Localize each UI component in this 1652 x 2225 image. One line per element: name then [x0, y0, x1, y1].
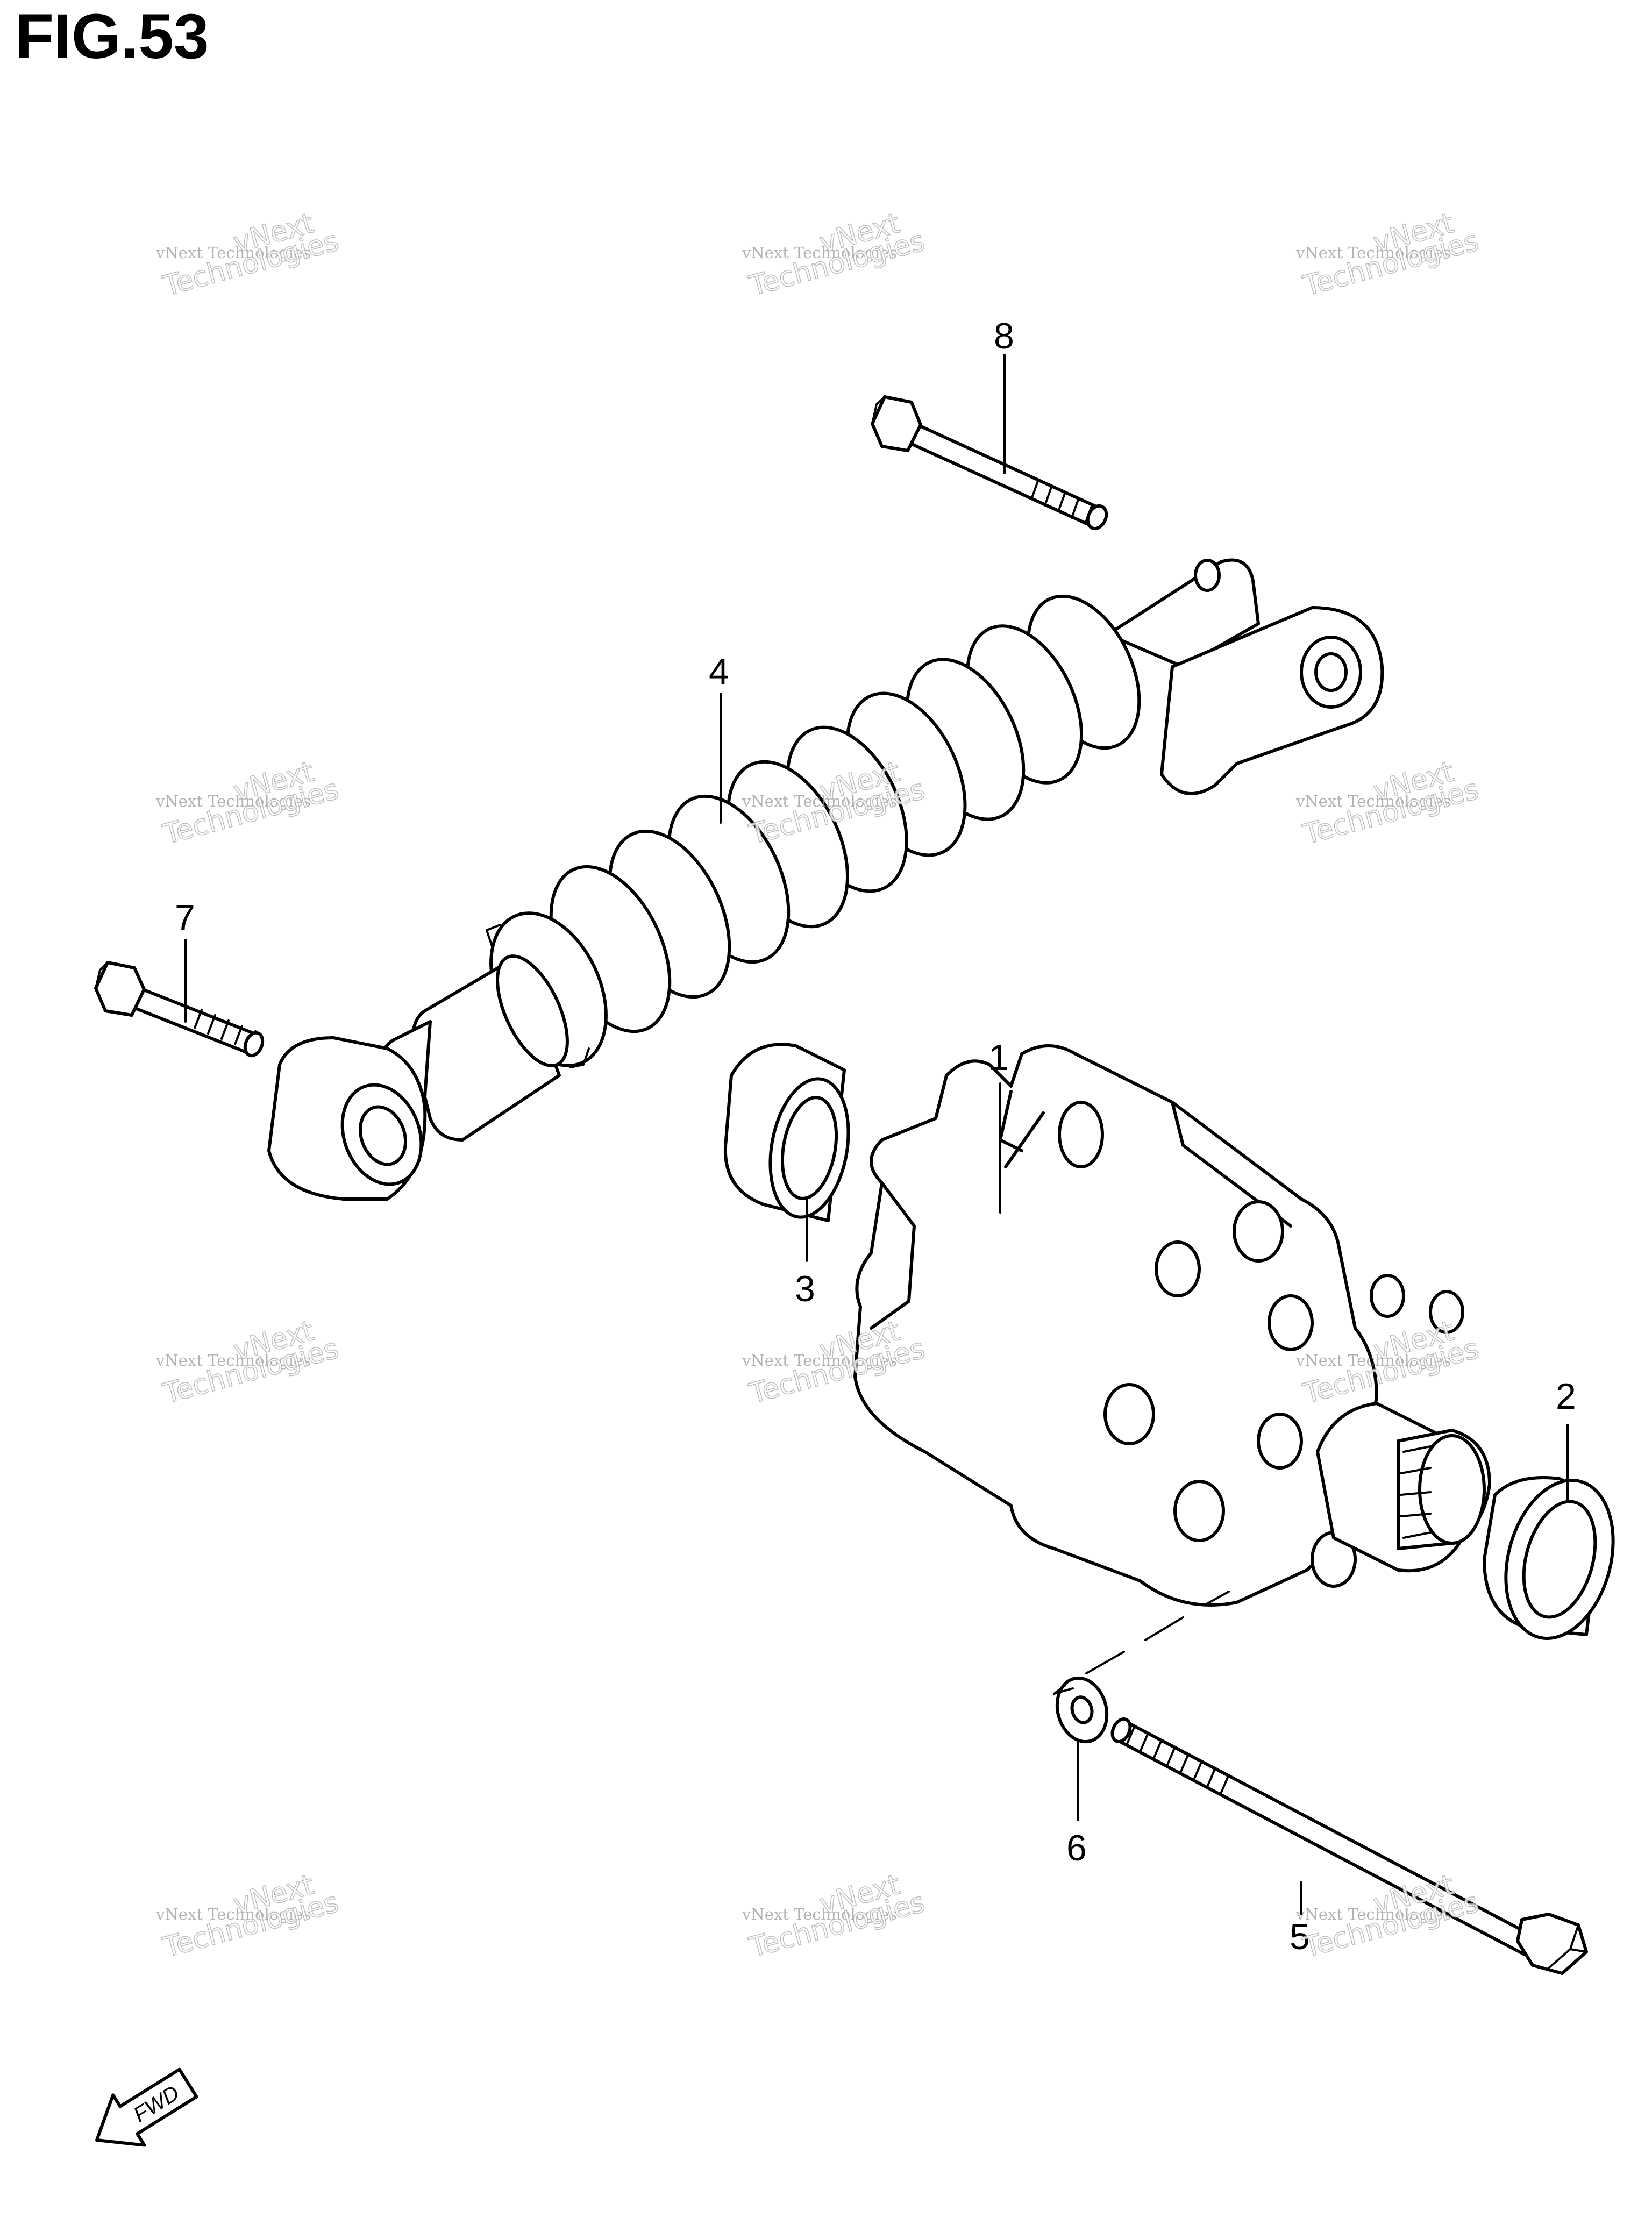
svg-text:vNext Technologies: vNext Technologies [742, 244, 897, 262]
svg-text:vNext Technologies: vNext Technologies [1295, 1905, 1451, 1923]
watermark: vNext vNext Technologies Technologies [742, 1868, 929, 1964]
svg-text:vNext Technologies: vNext Technologies [1295, 244, 1451, 262]
assembly-dash-end [1053, 1687, 1074, 1695]
watermark: vNext vNext Technologies Technologies [155, 1868, 343, 1964]
callout-6: 6 [1066, 1828, 1087, 1869]
watermark: vNext vNext Technologies Technologies [155, 206, 343, 303]
part-2-seal-ring [1483, 1476, 1615, 1640]
figure-title: FIG.53 [15, 1, 209, 72]
svg-text:vNext Technologies: vNext Technologies [155, 1351, 311, 1370]
callout-4: 4 [709, 651, 729, 692]
callout-5: 5 [1290, 1916, 1310, 1957]
callout-3: 3 [795, 1268, 815, 1309]
part-3-collar [723, 1043, 850, 1222]
svg-text:vNext Technologies: vNext Technologies [742, 1351, 897, 1370]
part-4-rear-shock-absorber [267, 558, 1384, 1201]
assembly-dash-line [1053, 1591, 1230, 1695]
part-7-bolt [94, 961, 265, 1058]
svg-text:vNext Technologies: vNext Technologies [742, 792, 897, 810]
callout-8: 8 [994, 316, 1014, 356]
watermark: vNext vNext Technologies Technologies [155, 1314, 343, 1410]
svg-text:vNext Technologies: vNext Technologies [155, 244, 311, 262]
svg-text:vNext Technologies: vNext Technologies [155, 1905, 311, 1923]
watermark: vNext vNext Technologies Technologies [155, 755, 343, 851]
callout-2: 2 [1556, 1376, 1576, 1417]
part-1-housing-assembly [853, 1044, 1491, 1607]
svg-text:vNext Technologies: vNext Technologies [742, 1905, 897, 1923]
part-5-long-bolt [1110, 1717, 1588, 1975]
watermark: vNext vNext Technologies Technologies [742, 206, 929, 303]
svg-text:vNext Technologies: vNext Technologies [1295, 1351, 1451, 1370]
svg-text:vNext Technologies: vNext Technologies [155, 792, 311, 810]
leader-lines [184, 354, 1569, 1915]
watermark: vNext vNext Technologies Technologies [1295, 755, 1483, 851]
callout-1: 1 [988, 1037, 1009, 1078]
fwd-direction-badge: FWD [95, 2067, 198, 2147]
part-6-washer [1055, 1676, 1109, 1744]
callout-7: 7 [175, 897, 195, 938]
svg-text:vNext Technologies: vNext Technologies [1295, 792, 1451, 810]
watermark: vNext vNext Technologies Technologies [1295, 206, 1483, 303]
part-8-bolt [871, 395, 1108, 531]
